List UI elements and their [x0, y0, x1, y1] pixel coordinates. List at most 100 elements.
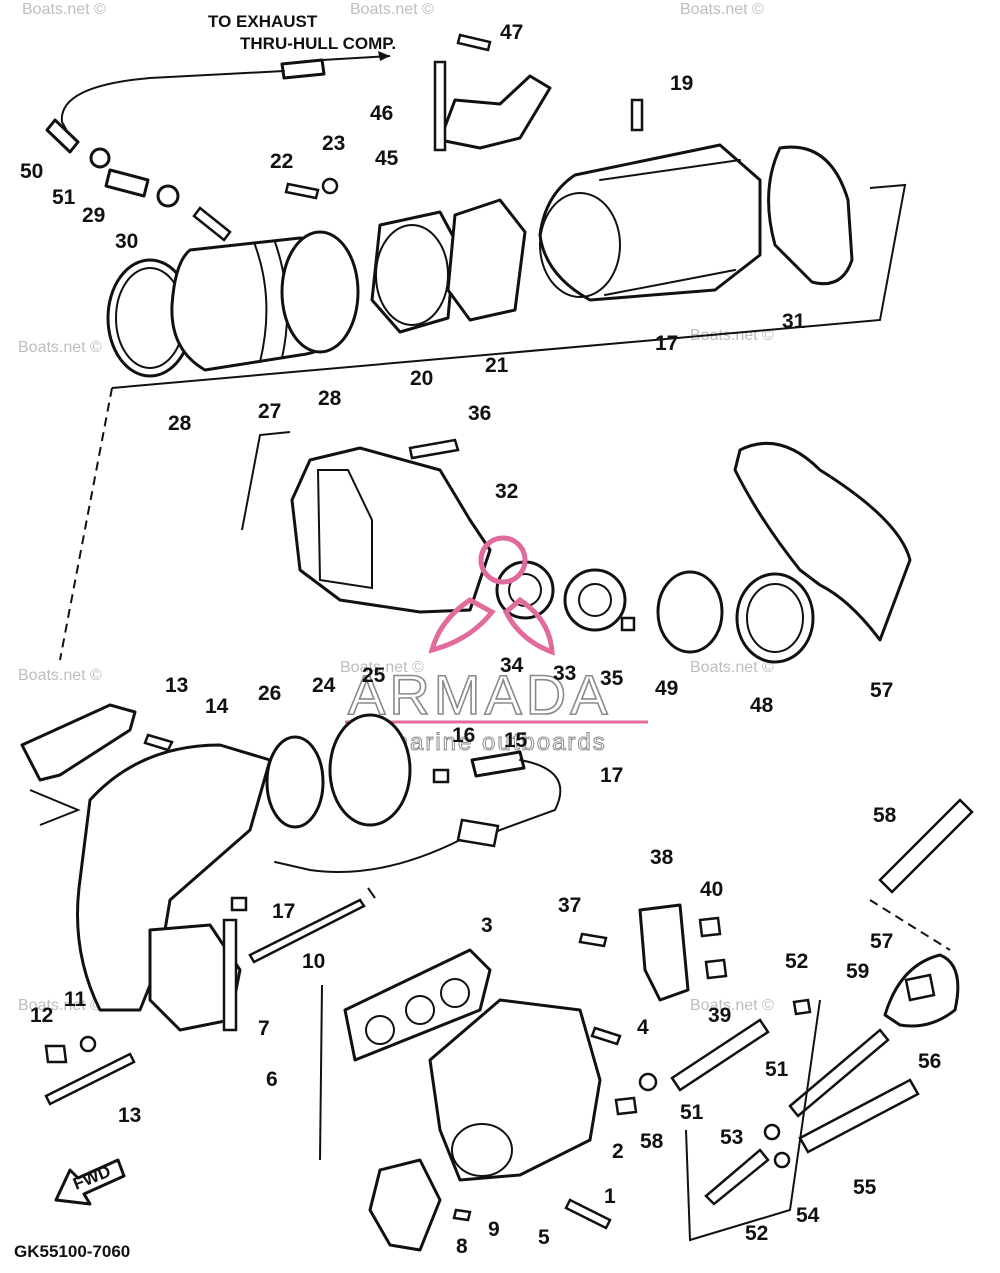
coupler-part-44-inner — [746, 583, 804, 653]
stud-part-10 — [248, 898, 366, 964]
callout-32: 32 — [495, 480, 518, 503]
gasket-port-1 — [365, 1015, 395, 1045]
callout-18: 17 — [600, 764, 623, 787]
callout-4: 4 — [637, 1016, 649, 1039]
callout-7: 7 — [258, 1017, 270, 1040]
joint-part-25 — [328, 713, 412, 827]
fwd-arrow-icon — [54, 1158, 126, 1206]
nut-part-40 — [698, 916, 722, 938]
callout-26a: 26 — [258, 682, 281, 705]
callout-37: 37 — [558, 894, 581, 917]
armada-logo: ARMADA marine outboards — [345, 535, 648, 757]
callout-46: 50 — [20, 160, 43, 183]
water-lock-body — [76, 743, 272, 1012]
muffler-edges — [599, 159, 741, 296]
callout-53: 55 — [853, 1176, 877, 1199]
pipe-nozzle — [192, 206, 232, 242]
flange-part-21 — [370, 210, 457, 334]
callout-47: 51 — [52, 186, 76, 209]
logo-blade-left — [428, 597, 496, 654]
bracket-part-14 — [20, 703, 137, 782]
lead-10 — [367, 887, 376, 899]
bolt-part-2 — [614, 1096, 638, 1116]
callout-36: 36 — [468, 402, 491, 425]
hose-part-18-lower — [274, 839, 461, 873]
lower-left-frame — [29, 789, 81, 826]
watermark: Boats.net © — [350, 1, 434, 18]
clamp-part-45 — [656, 570, 724, 654]
washer-part-51 — [763, 1123, 781, 1141]
callout-44: 48 — [750, 694, 774, 717]
lead-56-55 — [869, 899, 951, 951]
callout-12: 12 — [30, 1004, 53, 1027]
callout-51b: 54 — [796, 1204, 820, 1227]
callout-23: 22 — [270, 150, 293, 173]
callout-16: 15 — [504, 729, 528, 752]
callout-27: 27 — [258, 400, 281, 423]
washer-part-58 — [638, 1072, 658, 1092]
callout-1: 1 — [604, 1185, 616, 1208]
watermark: Boats.net © — [18, 997, 102, 1014]
washer-part-30 — [156, 184, 180, 208]
callout-38: 38 — [650, 846, 674, 869]
bolt-part-5 — [564, 1198, 612, 1230]
mid-group-frame — [241, 431, 291, 531]
bracket-part-38 — [638, 903, 690, 1002]
clip-part-47 — [89, 147, 111, 169]
callout-52: 52 — [785, 950, 808, 973]
pin-part-9 — [452, 1208, 472, 1222]
callout-24: 23 — [322, 132, 345, 155]
callout-49: 51 — [765, 1058, 789, 1081]
logo-tagline: marine outboards — [388, 729, 607, 756]
callout-55: 57 — [870, 930, 893, 953]
callout-39: 39 — [708, 1004, 731, 1027]
callout-50: 52 — [745, 1222, 768, 1245]
clip-part-17 — [432, 768, 450, 784]
callout-56: 58 — [873, 804, 897, 827]
diagram-code: GK55100-7060 — [14, 1242, 130, 1261]
fitting-part-48-49 — [670, 1018, 770, 1092]
bolt-part-20 — [630, 98, 644, 132]
callout-26b: 25 — [362, 664, 386, 687]
callout-30: 30 — [115, 230, 138, 253]
callout-58: 58 — [640, 1130, 664, 1153]
callout-34: 34 — [500, 654, 524, 677]
callout-19: 17 — [655, 332, 678, 355]
plate-part-33-inner — [578, 583, 612, 617]
logo-blade-right — [502, 596, 555, 656]
watermark: Boats.net © — [18, 339, 102, 356]
callout-41: 45 — [375, 147, 399, 170]
bolt-part-36 — [408, 438, 460, 460]
callout-5: 5 — [538, 1226, 550, 1249]
gasket-part-3 — [343, 948, 492, 1062]
logo-ring — [478, 535, 528, 585]
gasket-part-8 — [368, 1158, 442, 1252]
bolt-part-4 — [590, 1026, 622, 1046]
gasket-part-22 — [446, 198, 527, 322]
callout-29: 29 — [82, 204, 105, 227]
callout-51a: 53 — [720, 1126, 743, 1149]
top-group-frame — [111, 183, 907, 389]
exhaust-manifold-part-1 — [428, 998, 602, 1182]
callout-45: 49 — [655, 677, 678, 700]
callout-28a: 28 — [168, 412, 192, 435]
callout-13: 13 — [118, 1104, 141, 1127]
clip-part-17b — [230, 896, 248, 912]
fitting-part-50 — [704, 1148, 770, 1206]
logo-name: ARMADA — [348, 663, 612, 726]
callout-20: 19 — [670, 72, 693, 95]
watermark: Boats.net © — [22, 1, 106, 18]
callout-25: 24 — [312, 674, 336, 697]
nut-part-12 — [44, 1044, 68, 1064]
hose-part-57 — [733, 441, 912, 642]
callout-8: 8 — [456, 1235, 468, 1258]
callout-10: 10 — [302, 950, 325, 973]
plug-part-52 — [792, 998, 812, 1016]
callout-28b: 28 — [318, 387, 342, 410]
nut-part-39 — [704, 958, 728, 980]
watermark: Boats.net © — [340, 659, 424, 676]
bolt-part-15 — [143, 733, 174, 752]
exhaust-note-line2: THRU-HULL COMP. — [240, 34, 396, 53]
exhaust-note-line1: TO EXHAUST — [208, 12, 318, 31]
